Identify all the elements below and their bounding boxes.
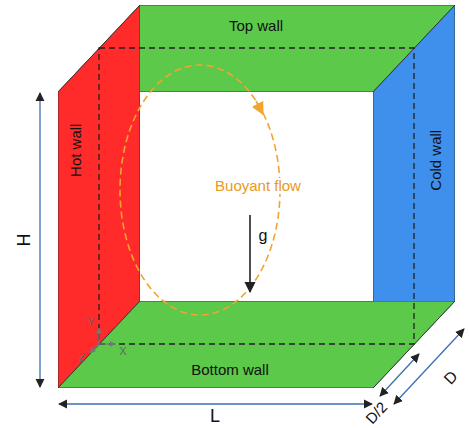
flow-arrowhead [256, 101, 263, 114]
bottom-wall: Bottom wall [58, 301, 455, 388]
wall-label: Hot wall [69, 123, 86, 176]
wall-label: Top wall [229, 18, 283, 35]
axis-label: Y [87, 316, 94, 328]
wall-face [58, 301, 455, 388]
dimension-label: D/2 [363, 399, 391, 427]
dimension-label: D [441, 368, 462, 388]
gravity-label: g [259, 227, 268, 245]
gravity-arrow [249, 215, 251, 292]
dimension-label: H [14, 233, 34, 246]
flow-label: Buoyant flow [213, 178, 303, 195]
wall-label: Bottom wall [191, 362, 269, 379]
axis-label: Z [79, 351, 86, 363]
wall-label: Cold wall [428, 130, 445, 191]
midplane-outline [99, 48, 414, 344]
axis-label: X [119, 345, 126, 357]
dimension-label: L [210, 407, 220, 427]
